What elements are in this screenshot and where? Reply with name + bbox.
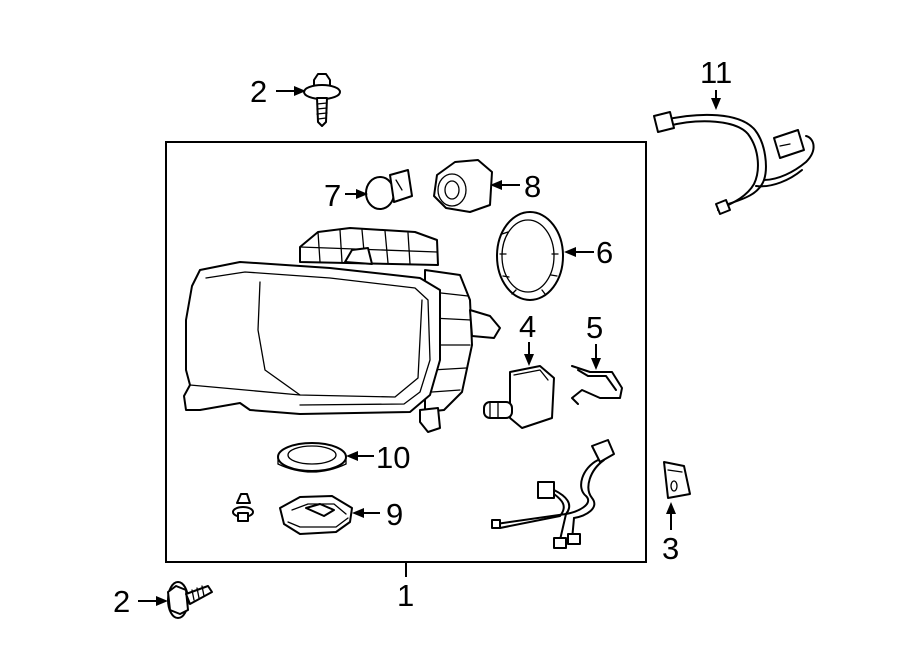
headlamp-housing	[183, 227, 501, 433]
part-10-seal-ring	[277, 442, 347, 473]
part-2-bolt-bottom	[167, 581, 213, 619]
callout-5: 5	[586, 310, 603, 345]
callout-3: 3	[662, 531, 679, 566]
wiring-pigtail	[491, 439, 615, 549]
callout-11: 11	[700, 55, 732, 90]
part-11-wiring-harness	[653, 111, 815, 215]
part-8-socket	[433, 159, 493, 213]
callout-8: 8	[524, 169, 541, 204]
callout-10: 10	[376, 440, 410, 475]
callout-6: 6	[596, 235, 613, 270]
callout-2-top: 2	[250, 74, 267, 109]
part-9-ballast-cover	[279, 495, 353, 535]
callout-4: 4	[519, 309, 536, 344]
callout-9: 9	[386, 497, 403, 532]
part-2-bolt-top	[303, 73, 341, 127]
callout-1: 1	[397, 578, 414, 613]
part-4-hid-bulb	[483, 365, 555, 429]
part-3-clip	[663, 461, 691, 499]
part-6-cap	[496, 211, 564, 301]
small-screw	[232, 493, 254, 522]
part-5-retaining-clip	[571, 365, 623, 405]
callout-2-bottom: 2	[113, 584, 130, 619]
part-7-bulb	[365, 169, 413, 210]
callout-7: 7	[324, 178, 341, 213]
assembly-box	[165, 141, 647, 563]
